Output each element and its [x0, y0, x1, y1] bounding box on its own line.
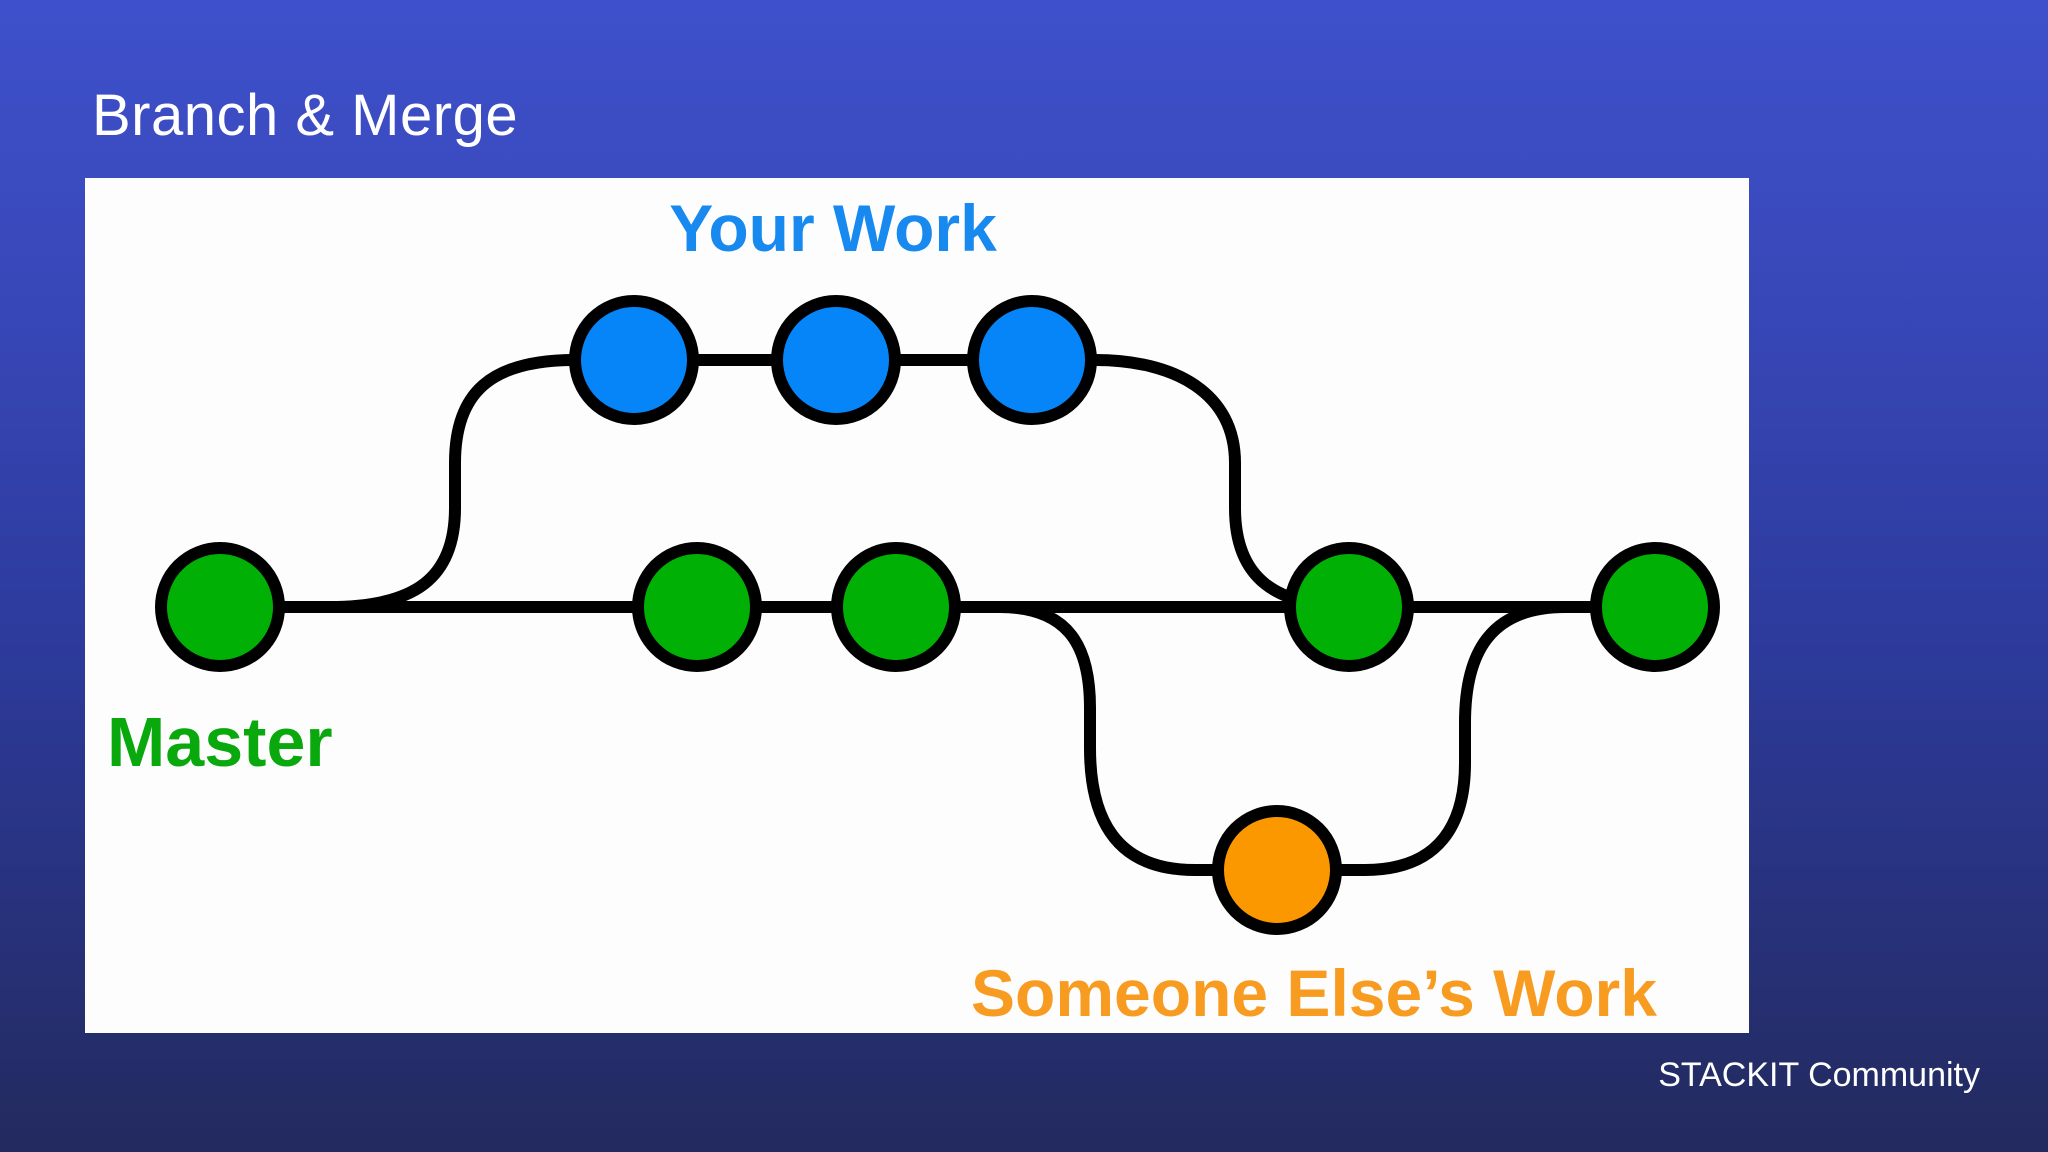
commit-node-master — [1590, 542, 1720, 672]
slide-title: Branch & Merge — [92, 83, 519, 148]
slide-footer: STACKIT Community — [1658, 1056, 1980, 1094]
commit-nodes-group — [155, 295, 1720, 935]
master-label: Master — [107, 703, 333, 781]
commit-node-your-work — [771, 295, 901, 425]
commit-node-master — [155, 542, 285, 672]
branch-merge-diagram-panel: Your Work Master Someone Else’s Work — [85, 178, 1749, 1033]
commit-node-someone-else — [1212, 805, 1342, 935]
commit-node-your-work — [569, 295, 699, 425]
commit-node-your-work — [967, 295, 1097, 425]
your-work-label: Your Work — [669, 191, 997, 265]
commit-node-master — [632, 542, 762, 672]
commit-node-master — [1284, 542, 1414, 672]
git-branch-diagram: Your Work Master Someone Else’s Work — [107, 191, 1720, 1030]
someone-else-label: Someone Else’s Work — [971, 956, 1657, 1030]
commit-node-master — [831, 542, 961, 672]
